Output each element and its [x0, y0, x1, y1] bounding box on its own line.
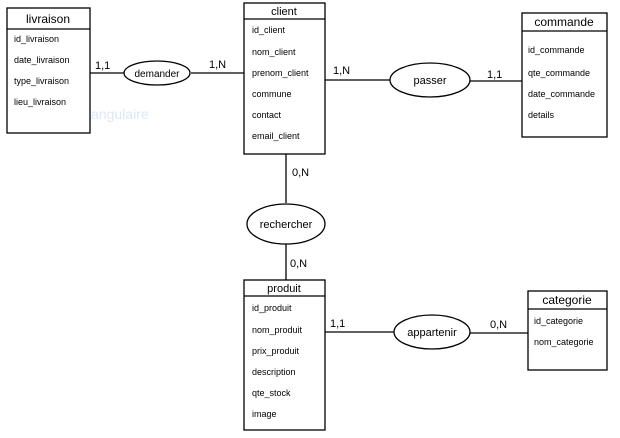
- relation-ellipse: [123, 60, 191, 86]
- entity-title: client: [271, 6, 297, 18]
- entity-client: client id_client nom_client prenom_clien…: [243, 2, 326, 155]
- entity-attribute: type_livraison: [14, 76, 69, 86]
- entity-title: commande: [534, 15, 594, 29]
- entity-title: produit: [267, 283, 301, 295]
- relation-label: appartenir: [407, 327, 457, 339]
- entity-attribute: id_commande: [528, 45, 585, 55]
- cardinality-categorie-appartenir: 0,N: [490, 319, 507, 331]
- entity-title: categorie: [542, 293, 592, 307]
- entity-produit: produit id_produit nom_produit prix_prod…: [243, 279, 326, 431]
- entity-attribute: nom_produit: [252, 325, 303, 335]
- cardinality-produit-appartenir: 1,1: [330, 318, 345, 330]
- entity-attribute: email_client: [252, 131, 300, 141]
- cardinality-labels: 1,1 1,N 1,N 1,1 0,N 0,N 1,1 0,N: [95, 59, 507, 331]
- relation-appartenir: appartenir: [393, 314, 471, 350]
- entity-attribute: id_categorie: [534, 316, 583, 326]
- entity-title: livraison: [26, 12, 70, 26]
- entity-box: [527, 290, 608, 371]
- entity-box: [521, 12, 608, 138]
- cardinality-client-rechercher: 0,N: [292, 167, 309, 179]
- entity-box: [6, 7, 91, 134]
- relation-label: demander: [134, 69, 180, 80]
- relation-label: passer: [413, 75, 446, 87]
- relation-ellipse: [246, 203, 326, 245]
- entity-attribute: id_client: [252, 25, 286, 35]
- relation-ellipse: [389, 62, 471, 98]
- entity-attribute: lieu_livraison: [14, 97, 66, 107]
- cardinality-client-passer: 1,N: [333, 65, 350, 77]
- entity-attribute: description: [252, 367, 296, 377]
- entity-commande: commande id_commande qte_commande date_c…: [521, 12, 608, 138]
- entity-attribute: details: [528, 110, 555, 120]
- entity-attribute: qte_stock: [252, 388, 291, 398]
- entity-attribute: commune: [252, 89, 292, 99]
- connector-lines: [90, 72, 528, 334]
- entity-attribute: prix_produit: [252, 346, 300, 356]
- entity-attribute: nom_categorie: [534, 337, 594, 347]
- entity-attribute: prenom_client: [252, 68, 309, 78]
- entity-box: [243, 2, 326, 155]
- entity-attribute: contact: [252, 110, 282, 120]
- cardinality-client-demander: 1,N: [209, 59, 226, 71]
- entity-attribute: date_livraison: [14, 55, 70, 65]
- entity-attribute: qte_commande: [528, 68, 590, 78]
- entity-attribute: nom_client: [252, 47, 296, 57]
- entity-box: [243, 279, 326, 431]
- relation-rechercher: rechercher: [246, 203, 326, 245]
- entity-attribute: image: [252, 409, 277, 419]
- relation-ellipse: [393, 314, 471, 350]
- entity-livraison: livraison id_livraison date_livraison ty…: [6, 7, 91, 134]
- entity-attribute: id_produit: [252, 303, 292, 313]
- entity-attribute: id_livraison: [14, 34, 59, 44]
- cardinality-commande-passer: 1,1: [487, 69, 502, 81]
- entity-attribute: date_commande: [528, 89, 595, 99]
- relation-passer: passer: [389, 62, 471, 98]
- relation-label: rechercher: [260, 219, 313, 231]
- entity-categorie: categorie id_categorie nom_categorie: [527, 290, 608, 371]
- relation-demander: demander: [123, 60, 191, 86]
- cardinality-produit-rechercher: 0,N: [290, 258, 307, 270]
- cardinality-livraison-demander: 1,1: [95, 60, 110, 72]
